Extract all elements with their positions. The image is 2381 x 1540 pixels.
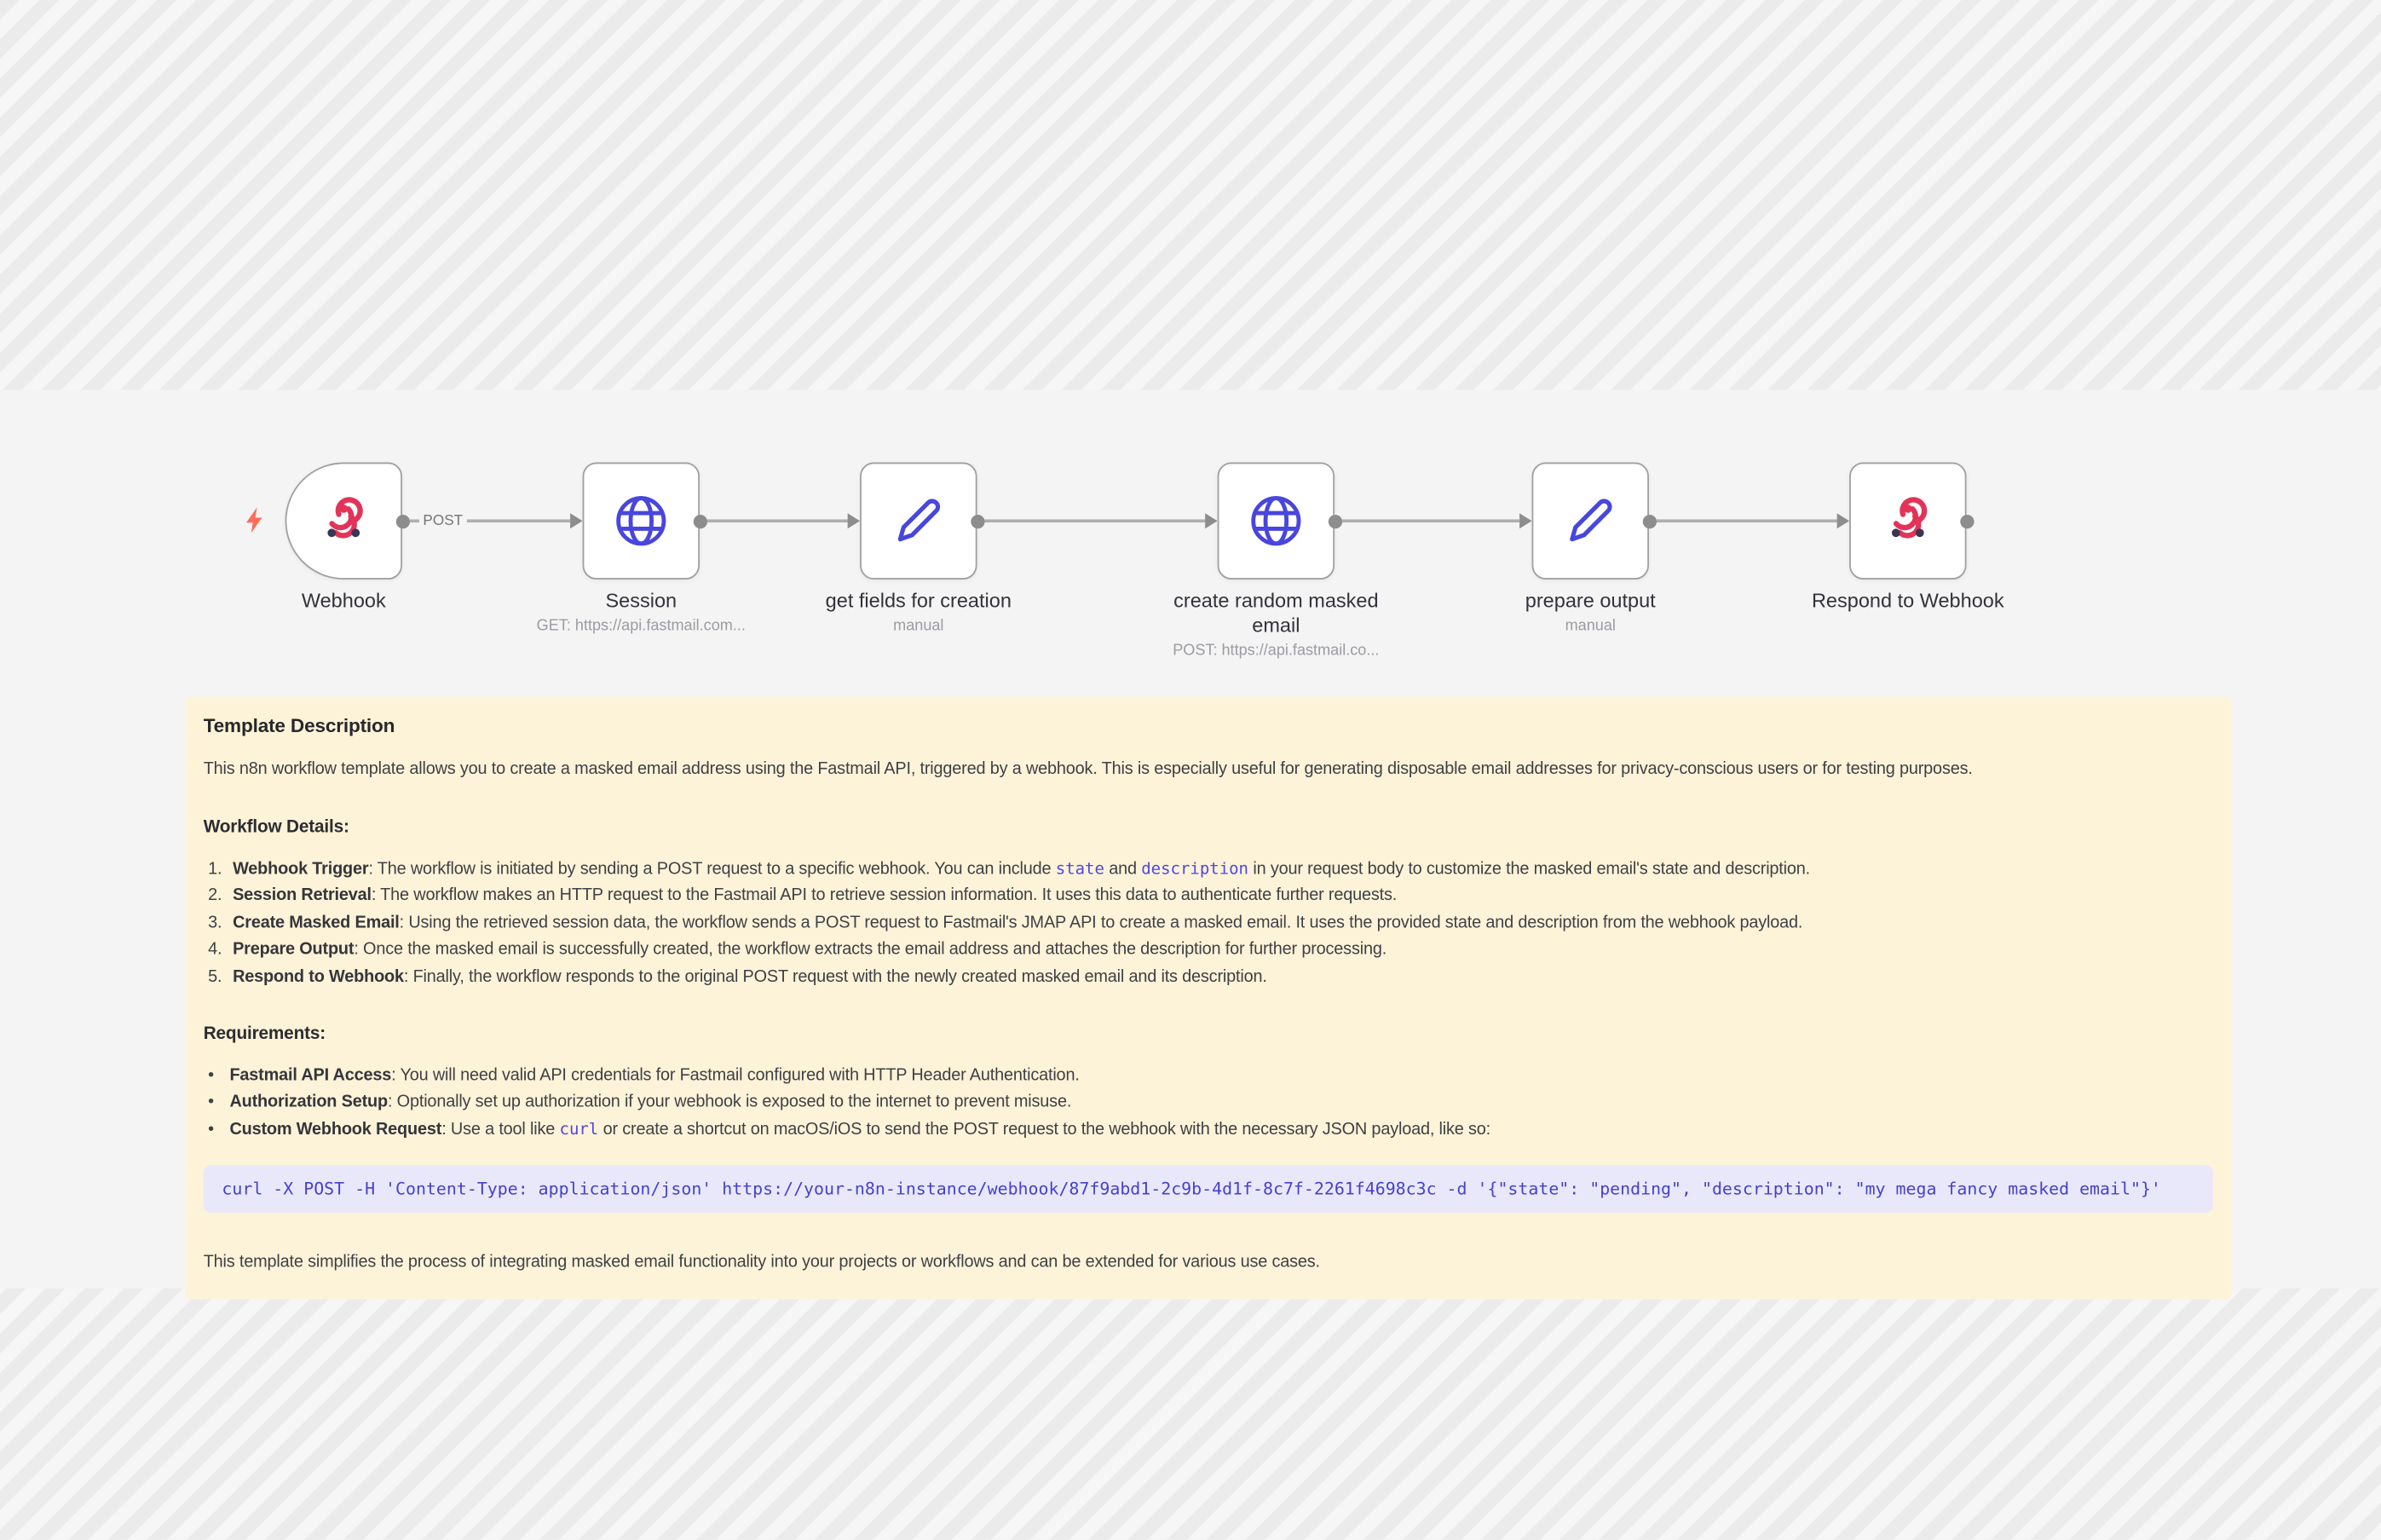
connection-line-2: [983, 519, 1206, 523]
globe-icon: [612, 492, 671, 551]
webhook-icon: [314, 492, 373, 551]
output-endpoint-session[interactable]: [692, 514, 707, 528]
globe-icon: [1247, 492, 1306, 551]
node-label-block-prepare-output: prepare output manual: [1421, 589, 1760, 637]
inline-code: curl: [559, 1119, 599, 1139]
term: Custom Webhook Request: [229, 1119, 442, 1139]
closing-note: This template simplifies the process of …: [203, 1253, 1320, 1272]
text-run: : The workflow makes an HTTP request to …: [371, 885, 1398, 905]
template-description-title: Template Description: [203, 715, 395, 737]
requirement-3: • Custom Webhook Request: Use a tool like…: [208, 1116, 2213, 1144]
connection-line-0: [409, 519, 571, 523]
text-run: : Once the masked email is successfully …: [354, 940, 1387, 959]
node-get-fields-for-creation[interactable]: [860, 462, 977, 580]
node-subtitle: manual: [1565, 618, 1616, 636]
output-endpoint-create-random-masked-email[interactable]: [1327, 514, 1342, 528]
list-marker: 5.: [208, 966, 222, 986]
node-subtitle: GET: https://api.fastmail.com...: [536, 618, 746, 636]
node-title: Webhook: [301, 588, 386, 612]
list-marker: 4.: [208, 940, 222, 959]
node-create-random-masked-email[interactable]: [1217, 462, 1335, 580]
inline-code: state: [1055, 859, 1104, 878]
connection-label: POST: [418, 512, 468, 530]
requirement-2: • Authorization Setup: Optionally set up …: [208, 1090, 2213, 1117]
node-title: Respond to Webhook: [1811, 588, 2004, 612]
curl-example-code: curl -X POST -H 'Content-Type: applicati…: [203, 1165, 2213, 1214]
list-marker: •: [208, 1093, 214, 1111]
requirements-heading: Requirements:: [203, 1024, 326, 1044]
template-intro: This n8n workflow template allows you to…: [203, 758, 1973, 778]
node-respond-to-webhook[interactable]: [1849, 462, 1967, 580]
text-run: in your request body to customize the ma…: [1248, 859, 1811, 878]
connection-line-1: [706, 519, 848, 523]
node-label-block-respond-to-webhook: Respond to Webhook: [1738, 589, 2078, 614]
text-run: : Use a tool like: [441, 1119, 560, 1139]
text-run: and: [1104, 859, 1142, 878]
inline-code: description: [1141, 859, 1249, 878]
workflow-step-5: 5. Respond to Webhook: Finally, the workf…: [208, 964, 2213, 991]
connection-arrow-icon: [1519, 513, 1532, 529]
term: Respond to Webhook: [233, 966, 404, 986]
text-run: : Finally, the workflow responds to the …: [403, 966, 1267, 986]
connection-line-4: [1656, 519, 1837, 523]
node-prepare-output[interactable]: [1531, 462, 1649, 580]
output-endpoint-prepare-output[interactable]: [1641, 514, 1657, 528]
node-subtitle: POST: https://api.fastmail.co...: [1173, 643, 1380, 660]
text-run: : Using the retrieved session data, the …: [399, 913, 1803, 932]
text-run: : Optionally set up authorization if you…: [387, 1093, 1072, 1111]
template-description-panel: Template Description This n8n workflow t…: [185, 696, 2232, 1299]
node-title: Session: [605, 588, 677, 612]
connection-line-3: [1341, 519, 1520, 523]
workflow-step-4: 4. Prepare Output: Once the masked email …: [208, 937, 2213, 965]
node-label-block-get-fields-for-creation: get fields for creation manual: [749, 589, 1088, 637]
workflow-details-heading: Workflow Details:: [203, 818, 349, 837]
term: Session Retrieval: [233, 885, 372, 905]
node-title: create random masked email: [1173, 588, 1379, 637]
term: Webhook Trigger: [233, 859, 369, 878]
node-webhook[interactable]: [285, 462, 402, 580]
output-endpoint-respond-to-webhook[interactable]: [1959, 514, 1974, 528]
output-endpoint-webhook[interactable]: [395, 514, 410, 528]
node-label-block-webhook: Webhook: [174, 589, 513, 614]
webhook-icon: [1878, 492, 1937, 551]
list-marker: 3.: [208, 913, 222, 932]
node-title: prepare output: [1525, 588, 1656, 612]
connection-arrow-icon: [1205, 513, 1218, 529]
term: Authorization Setup: [229, 1093, 388, 1111]
workflow-step-2: 2. Session Retrieval: The workflow makes …: [208, 883, 2213, 910]
node-title: get fields for creation: [825, 588, 1012, 612]
workflow-step-3: 3. Create Masked Email: Using the retriev…: [208, 910, 2213, 937]
text-run: : The workflow is initiated by sending a…: [368, 859, 1056, 878]
requirements-list: • Fastmail API Access: You will need vali…: [204, 1063, 2213, 1144]
workflow-step-1: 1. Webhook Trigger: The workflow is initi…: [208, 857, 2213, 884]
connection-arrow-icon: [1836, 513, 1850, 529]
requirement-1: • Fastmail API Access: You will need vali…: [208, 1063, 2213, 1090]
list-marker: •: [208, 1065, 214, 1085]
list-marker: •: [208, 1119, 214, 1139]
lightning-bolt-icon: [245, 507, 262, 534]
connection-arrow-icon: [847, 513, 861, 529]
pencil-icon: [889, 492, 948, 551]
connection-arrow-icon: [570, 513, 583, 529]
list-marker: 2.: [208, 885, 222, 905]
output-endpoint-get-fields-for-creation[interactable]: [970, 514, 984, 528]
node-session[interactable]: [582, 462, 700, 580]
text-run: or create a shortcut on macOS/iOS to sen…: [598, 1119, 1491, 1139]
term: Create Masked Email: [233, 913, 400, 932]
workflow-steps-list: 1. Webhook Trigger: The workflow is initi…: [204, 857, 2213, 991]
node-subtitle: manual: [893, 618, 944, 636]
term: Fastmail API Access: [229, 1065, 392, 1085]
list-marker: 1.: [208, 859, 222, 878]
text-run: : You will need valid API credentials fo…: [391, 1065, 1080, 1085]
term: Prepare Output: [233, 940, 355, 959]
pencil-icon: [1561, 492, 1620, 551]
